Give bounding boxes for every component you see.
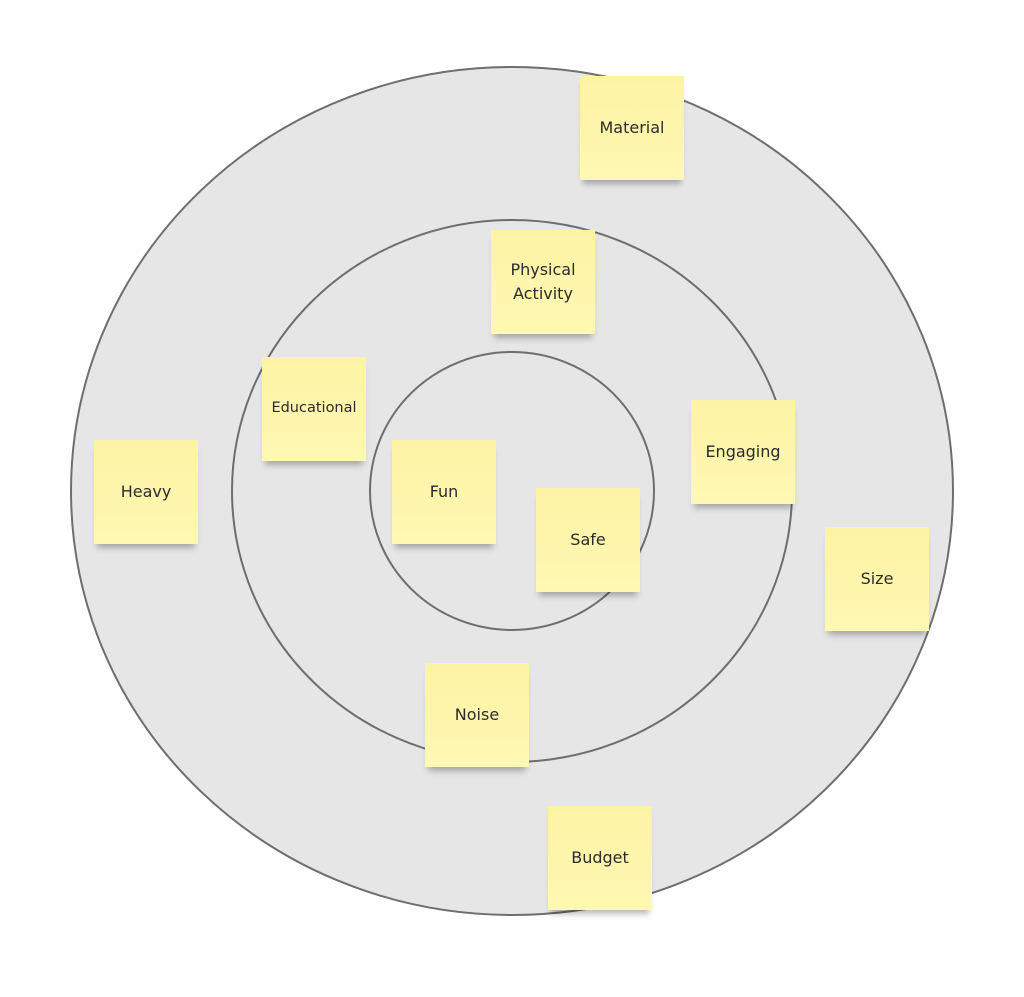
note-text: Educational (271, 400, 357, 417)
note-text: Fun (429, 482, 459, 501)
note-text: Noise (454, 705, 500, 724)
note-text: Engaging (705, 442, 781, 461)
sticky-note-material[interactable]: Material (580, 76, 684, 180)
outer-ring (70, 66, 954, 916)
note-text: Size (860, 569, 894, 588)
sticky-note-physical-activity[interactable]: Physical Activity (491, 230, 595, 334)
inner-ring (369, 351, 655, 631)
sticky-note-heavy[interactable]: Heavy (94, 440, 198, 544)
note-text: Physical Activity (510, 260, 576, 303)
sticky-note-safe[interactable]: Safe (536, 488, 640, 592)
note-text: Heavy (120, 482, 172, 501)
sticky-note-noise[interactable]: Noise (425, 663, 529, 767)
sticky-note-engaging[interactable]: Engaging (691, 400, 795, 504)
sticky-note-budget[interactable]: Budget (548, 806, 652, 910)
sticky-note-educational[interactable]: Educational (262, 357, 366, 461)
note-text: Budget (571, 848, 629, 867)
note-text: Safe (570, 530, 606, 549)
sticky-note-fun[interactable]: Fun (392, 440, 496, 544)
sticky-note-size[interactable]: Size (825, 527, 929, 631)
note-text: Material (599, 118, 665, 137)
